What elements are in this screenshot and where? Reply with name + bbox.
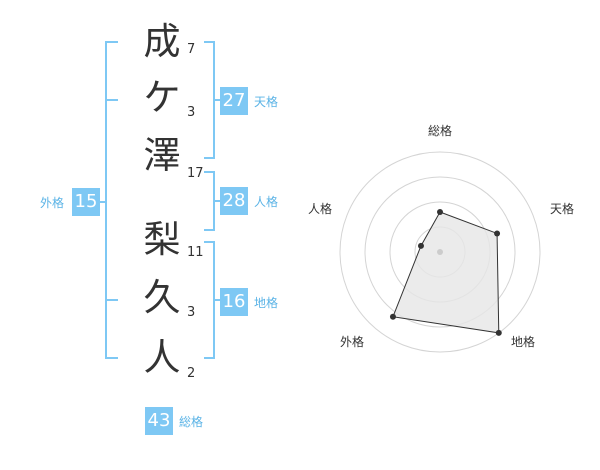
stroke-count-4: 11	[187, 245, 204, 260]
name-char-2: ケ	[143, 76, 181, 119]
radar-point-1	[437, 209, 443, 215]
radar-point-3	[495, 329, 502, 336]
stroke-count-2: 3	[187, 105, 196, 120]
stroke-count-6: 2	[187, 366, 196, 381]
gaikaku-value-badge: 15	[72, 188, 100, 216]
radar-point-4	[389, 313, 396, 320]
radar-point-2	[494, 230, 501, 237]
radar-axis-label-gaikaku: 外格	[340, 335, 365, 349]
soukaku-value-badge: 43	[145, 407, 173, 435]
chikaku-value-badge: 16	[220, 288, 248, 316]
radar-axis-label-jinkaku: 人格	[308, 202, 333, 216]
radar-axis-label-soukaku: 総格	[428, 124, 453, 138]
radar-axis-label-chikaku: 地格	[511, 335, 536, 349]
chikaku-label: 地格	[254, 296, 279, 310]
radar-polygon	[392, 211, 500, 334]
jinkaku-value-badge: 28	[220, 187, 248, 215]
soukaku-label: 総格	[179, 415, 204, 429]
tenkaku-value-badge: 27	[220, 87, 248, 115]
stroke-count-1: 7	[187, 42, 196, 57]
gaikaku-bracket	[105, 41, 118, 359]
gaikaku-label: 外格	[40, 196, 65, 210]
tenkaku-label: 天格	[254, 95, 279, 109]
radar-center	[437, 249, 443, 255]
name-char-1: 成	[143, 20, 181, 63]
name-char-3: 澤	[143, 134, 181, 177]
name-char-5: 久	[143, 276, 181, 319]
stroke-count-5: 3	[187, 305, 196, 320]
name-char-6: 人	[143, 336, 181, 379]
radar-axis-label-tenkaku: 天格	[550, 202, 575, 216]
radar-point-5	[417, 242, 424, 249]
jinkaku-label: 人格	[254, 195, 279, 209]
name-char-4: 梨	[143, 218, 181, 261]
stroke-count-3: 17	[187, 166, 204, 181]
